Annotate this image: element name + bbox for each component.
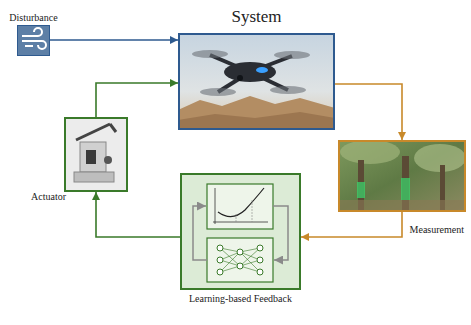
image-box: Measurement <box>338 140 466 212</box>
drone-photo <box>178 33 335 130</box>
wind-icon <box>17 25 50 56</box>
node-label: System <box>231 7 281 27</box>
image-box: System <box>178 33 335 130</box>
image-box: Learning-based Feedback <box>180 173 301 290</box>
node-label: Measurement <box>410 224 464 236</box>
feedback-interior <box>180 173 301 290</box>
node-label: Learning-based Feedback <box>189 293 292 305</box>
camera-view <box>338 140 466 212</box>
connector-arrow <box>50 39 178 41</box>
connector-arrow <box>335 84 402 140</box>
connector-arrow <box>96 83 178 117</box>
node-label: Disturbance <box>9 12 57 24</box>
actuator-photo <box>64 117 128 192</box>
image-box: Disturbance <box>17 25 50 56</box>
node-label: Actuator <box>31 191 66 203</box>
image-box: Actuator <box>64 117 128 192</box>
connector-arrow <box>96 192 180 237</box>
connector-arrow <box>301 212 402 237</box>
